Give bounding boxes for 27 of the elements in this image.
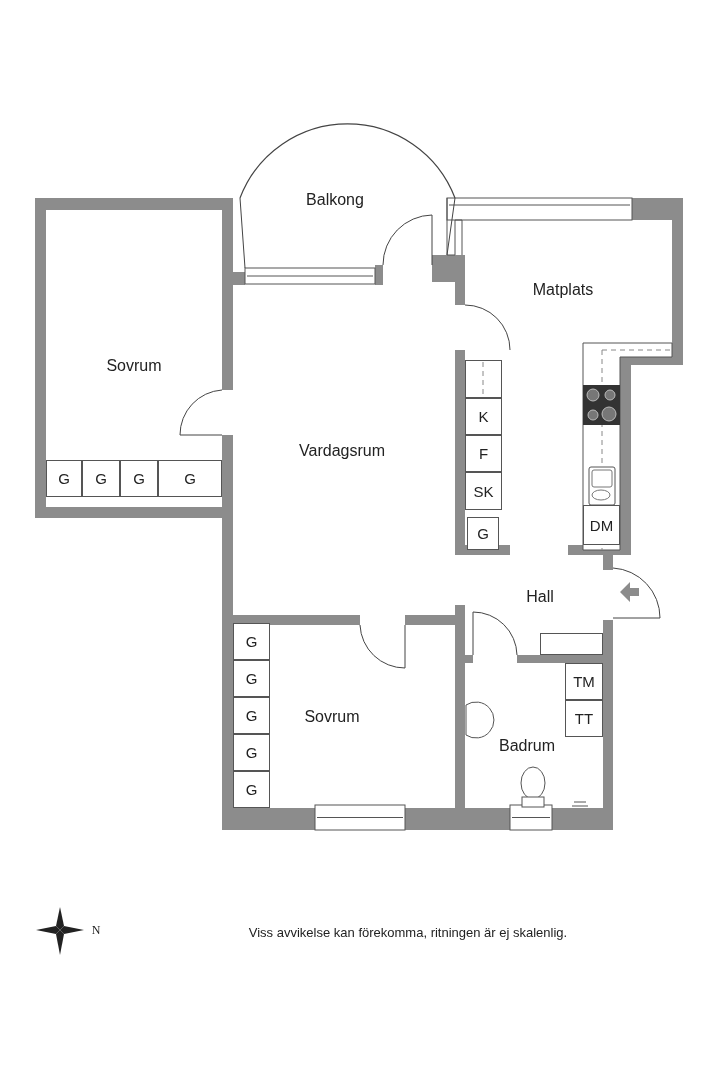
cabinet-box: G [233,623,270,660]
cabinet-box: DM [583,505,620,545]
room-label: Sovrum [106,358,162,374]
cabinet-box: G [233,697,270,734]
cabinet-box: F [465,435,502,472]
counter-box [465,360,502,398]
cabinet-box: G [233,734,270,771]
room-label: Matplats [532,282,594,298]
room-label: Vardagsrum [299,443,385,459]
cabinet-box: G [467,517,499,550]
room-label: Sovrum [304,709,360,725]
cabinet-box: G [82,460,120,497]
cabinet-box: SK [465,472,502,510]
cabinet-box: G [233,771,270,808]
room-label: Balkong [306,192,364,208]
room-label: Hall [526,589,554,605]
cabinet-box: G [158,460,222,497]
disclaimer-note: Viss avvikelse kan förekomma, ritningen är ej skalenlig. [248,925,568,939]
counter-box [540,633,603,655]
cabinet-box: G [46,460,82,497]
room-label: Badrum [499,738,555,754]
cabinet-box: K [465,398,502,435]
cabinet-box: TM [565,663,603,700]
cabinet-box: G [233,660,270,697]
cabinet-box: G [120,460,158,497]
compass-letter: N [91,924,101,936]
cabinet-box: TT [565,700,603,737]
